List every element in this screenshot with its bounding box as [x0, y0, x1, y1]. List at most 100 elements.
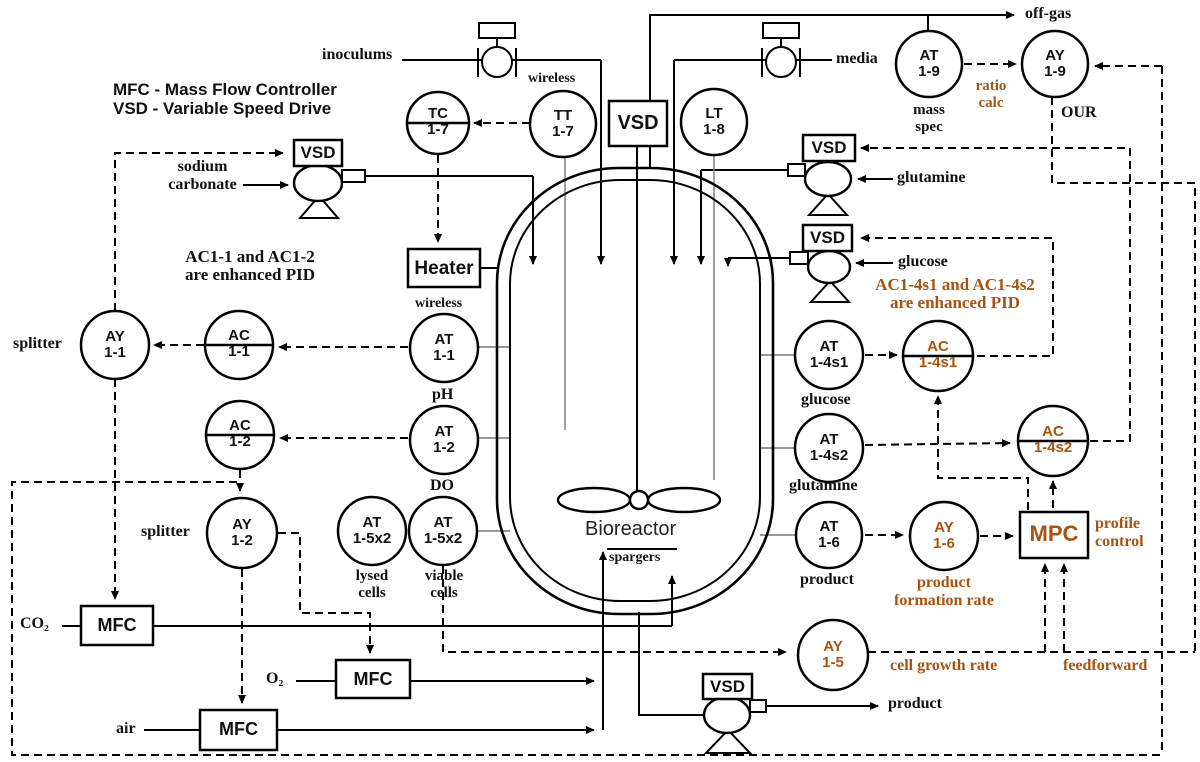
heater-label: Heater	[414, 258, 474, 279]
glutamine-vsd-label: VSD	[811, 138, 847, 157]
signal-ay11-to-vsd1	[114, 149, 284, 311]
sodium-carbonate-vsd-box	[292, 138, 344, 168]
signal-our-route	[1051, 97, 1196, 652]
instrument-lt-1-8	[679, 87, 749, 157]
o2-mfc-label: MFC	[353, 669, 393, 689]
pumps	[292, 160, 853, 754]
mpc-box	[1018, 510, 1090, 560]
label-o2: O₂	[266, 670, 284, 687]
note-enhanced-pid-black: AC1-1 and AC1-2 are enhanced PID	[184, 247, 315, 284]
label-spargers: spargers	[609, 550, 661, 565]
instrument-at-1-6	[794, 500, 864, 570]
air-mfc-label: MFC	[219, 719, 258, 739]
air-mfc-box	[198, 708, 279, 752]
equipment-boxes	[79, 99, 1090, 752]
label-splitter-2: splitter	[141, 523, 190, 540]
label-glutamine-feed: glutamine	[897, 169, 966, 186]
signal-lines	[11, 60, 1196, 756]
signal-viable-to-ay15	[442, 566, 787, 656]
signal-outer-loop	[11, 481, 1162, 756]
impeller-blade-right	[646, 486, 722, 514]
label-ph: pH	[432, 386, 454, 403]
legend-line-vsd: VSD - Variable Speed Drive	[113, 99, 332, 118]
signal-ac14s2-to-glutamine-vsd	[860, 144, 1131, 442]
label-co2: CO₂	[20, 615, 49, 632]
co2-mfc-label: MFC	[97, 615, 137, 635]
label-off-gas: off-gas	[1025, 5, 1072, 22]
impeller-hub	[628, 489, 650, 511]
sodium-carbonate-vsd-label: VSD	[300, 143, 336, 162]
sodium-carbonate-pump	[292, 163, 366, 219]
agitator-vsd-label: VSD	[617, 112, 659, 134]
signal-mpc-to-ac14s1	[934, 395, 1029, 510]
glucose-vsd-box	[801, 223, 854, 253]
glucose-vsd-label: VSD	[810, 228, 845, 247]
co2-mfc-box	[79, 604, 155, 647]
label-bioreactor: Bioreactor	[585, 518, 677, 540]
signal-ac14s1-to-glucose-vsd	[860, 234, 1054, 357]
label-splitter-1: splitter	[13, 335, 62, 352]
instrument-circles	[79, 29, 1090, 692]
sensor-stubs	[477, 155, 797, 536]
label-glucose-sensor: glucose	[801, 391, 851, 408]
label-mass-spec: mass spec	[913, 102, 945, 135]
label-lysed-cells: lysed cells	[355, 568, 389, 601]
impeller-blade-left	[556, 486, 632, 514]
instrument-at-1-9	[894, 29, 964, 99]
process-pipes	[62, 11, 1015, 734]
instrument-at-1-5x2-viable	[407, 495, 479, 567]
legend: MFC - Mass Flow Controller VSD - Variabl…	[113, 80, 337, 118]
instrument-at-1-5x2-lysed	[336, 495, 408, 567]
bioreactor-vessel	[495, 166, 775, 616]
label-sodium-carbonate: sodium carbonate	[168, 158, 237, 193]
label-media: media	[836, 50, 878, 67]
label-glucose-feed: glucose	[898, 253, 948, 270]
instrument-at-1-2	[408, 404, 480, 476]
label-viable-cells: viable cells	[424, 568, 464, 601]
label-ratio-calc: ratio calc	[975, 78, 1007, 111]
product-vsd-label: VSD	[710, 677, 745, 696]
label-cell-growth-rate: cell growth rate	[890, 657, 998, 674]
label-our: OUR	[1061, 104, 1097, 121]
label-wireless-at: wireless	[415, 296, 463, 311]
legend-line-mfc: MFC - Mass Flow Controller	[113, 80, 337, 99]
signal-ay12-to-o2mfc	[278, 532, 374, 654]
label-inoculums: inoculums	[322, 46, 393, 63]
label-do: DO	[430, 477, 454, 494]
o2-mfc-box	[334, 658, 412, 700]
instrument-at-1-1	[408, 312, 480, 384]
instrument-tt-1-7	[528, 89, 598, 159]
label-product-sensor: product	[800, 571, 854, 588]
label-product-out: product	[888, 695, 942, 712]
label-air: air	[116, 720, 136, 737]
vessel-outer-wall	[495, 166, 775, 616]
valves	[477, 22, 801, 78]
label-wireless-tt: wireless	[528, 71, 576, 86]
drain-pipe	[638, 612, 704, 716]
glutamine-pump	[787, 160, 853, 216]
media-valve	[761, 22, 801, 78]
instrument-at-1-4s1	[793, 319, 865, 391]
label-feedforward: feedforward	[1063, 657, 1148, 674]
inoculums-valve	[477, 22, 517, 78]
instrument-ay-1-2	[205, 496, 279, 570]
glutamine-vsd-box	[801, 133, 857, 163]
